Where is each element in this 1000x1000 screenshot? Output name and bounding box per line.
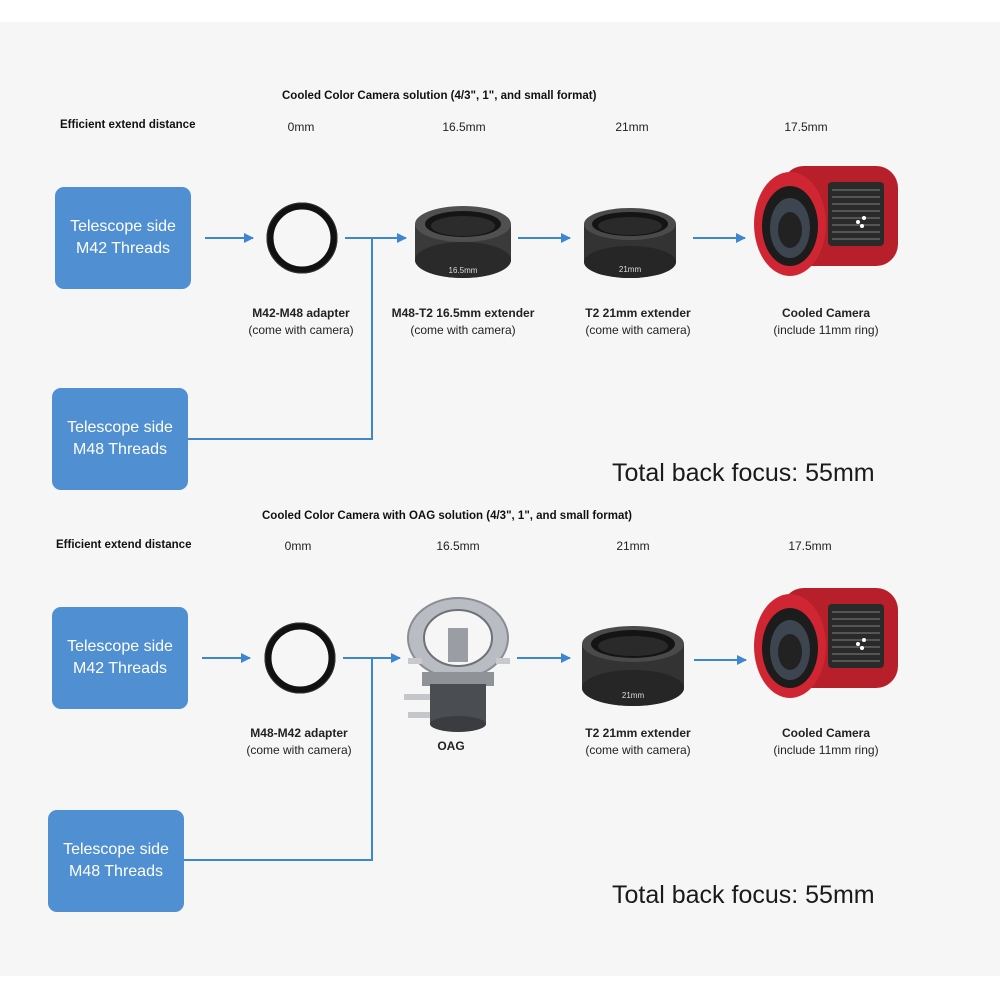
section1-distance-label: Efficient extend distance <box>60 119 196 131</box>
section1-cooled-camera-image <box>754 166 898 276</box>
section2-item-adapter: M48-M42 adapter (come with camera) <box>246 725 351 759</box>
item-name: T2 21mm extender <box>585 306 691 320</box>
section1-distance-t2: 21mm <box>615 120 649 134</box>
box-line-1: Telescope side <box>70 218 176 235</box>
item-name: Cooled Camera <box>781 306 871 320</box>
box-line-2: M42 Threads <box>76 240 170 257</box>
section2-total-back-focus: Total back focus: 55mm <box>612 881 875 909</box>
item-sub: (come with camera) <box>248 323 354 337</box>
item-name: M42-M48 adapter <box>252 306 350 320</box>
box-line-1: Telescope side <box>67 419 173 436</box>
item-sub: (come with camera) <box>410 323 516 337</box>
section2-distance-t2: 21mm <box>616 539 650 553</box>
item-sub: (come with camera) <box>246 743 352 757</box>
section2-t2-ring-label: 21mm <box>622 691 645 700</box>
section1-distance-adapter: 0mm <box>287 120 315 134</box>
section2-oag-image <box>404 597 510 732</box>
item-name: OAG <box>437 739 465 753</box>
item-sub: (include 11mm ring) <box>773 323 879 337</box>
section2-distance-label: Efficient extend distance <box>56 539 192 551</box>
item-name: Cooled Camera <box>781 726 871 740</box>
connector-m48-path <box>184 658 373 861</box>
section1-distance-camera: 17.5mm <box>784 120 828 134</box>
box-line-1: Telescope side <box>67 638 173 655</box>
section1-extender-ring-label: 16.5mm <box>449 266 478 275</box>
section2-t2-extender-image: 21mm <box>582 626 684 706</box>
item-sub: (include 11mm ring) <box>773 743 879 757</box>
section1-distance-extender: 16.5mm <box>442 120 486 134</box>
section1-extender-image: 16.5mm <box>415 206 511 278</box>
box-line-2: M48 Threads <box>73 441 167 458</box>
section2-distance-adapter: 0mm <box>284 539 312 553</box>
box-line-1: Telescope side <box>63 841 169 858</box>
section2-item-oag: OAG <box>437 738 464 755</box>
item-name: M48-T2 16.5mm extender <box>391 306 535 320</box>
section1-item-extender: M48-T2 16.5mm extender (come with camera… <box>392 305 535 339</box>
item-sub: (come with camera) <box>585 323 691 337</box>
section1-t2-extender-image: 21mm <box>584 208 676 278</box>
section1-item-camera: Cooled Camera (include 11mm ring) <box>773 305 878 339</box>
box-line-2: M48 Threads <box>69 863 163 880</box>
section2-item-camera: Cooled Camera (include 11mm ring) <box>773 725 878 759</box>
connector-m48-path <box>188 238 373 440</box>
section1-item-t2: T2 21mm extender (come with camera) <box>585 305 690 339</box>
section2-adapter-ring-image <box>264 622 336 694</box>
section1-total-back-focus: Total back focus: 55mm <box>612 459 875 487</box>
section2-cooled-camera-image <box>754 588 898 698</box>
box-line-2: M42 Threads <box>73 660 167 677</box>
section1-item-adapter: M42-M48 adapter (come with camera) <box>248 305 353 339</box>
section2-distance-camera: 17.5mm <box>788 539 832 553</box>
item-name: T2 21mm extender <box>585 726 691 740</box>
section2-title: Cooled Color Camera with OAG solution (4… <box>262 510 633 522</box>
section2-distance-oag: 16.5mm <box>436 539 480 553</box>
section1-title: Cooled Color Camera solution (4/3", 1", … <box>282 90 597 102</box>
section1-adapter-ring-image <box>266 202 338 274</box>
section1-telescope-m48-box: Telescope side M48 Threads <box>52 388 188 490</box>
item-sub: (come with camera) <box>585 743 691 757</box>
section1-t2-ring-label: 21mm <box>619 265 642 274</box>
section2-telescope-m48-box: Telescope side M48 Threads <box>48 810 184 912</box>
section2-telescope-m42-box: Telescope side M42 Threads <box>52 607 188 709</box>
item-name: M48-M42 adapter <box>250 726 348 740</box>
section2-item-t2: T2 21mm extender (come with camera) <box>585 725 690 759</box>
section1-telescope-m42-box: Telescope side M42 Threads <box>55 187 191 289</box>
